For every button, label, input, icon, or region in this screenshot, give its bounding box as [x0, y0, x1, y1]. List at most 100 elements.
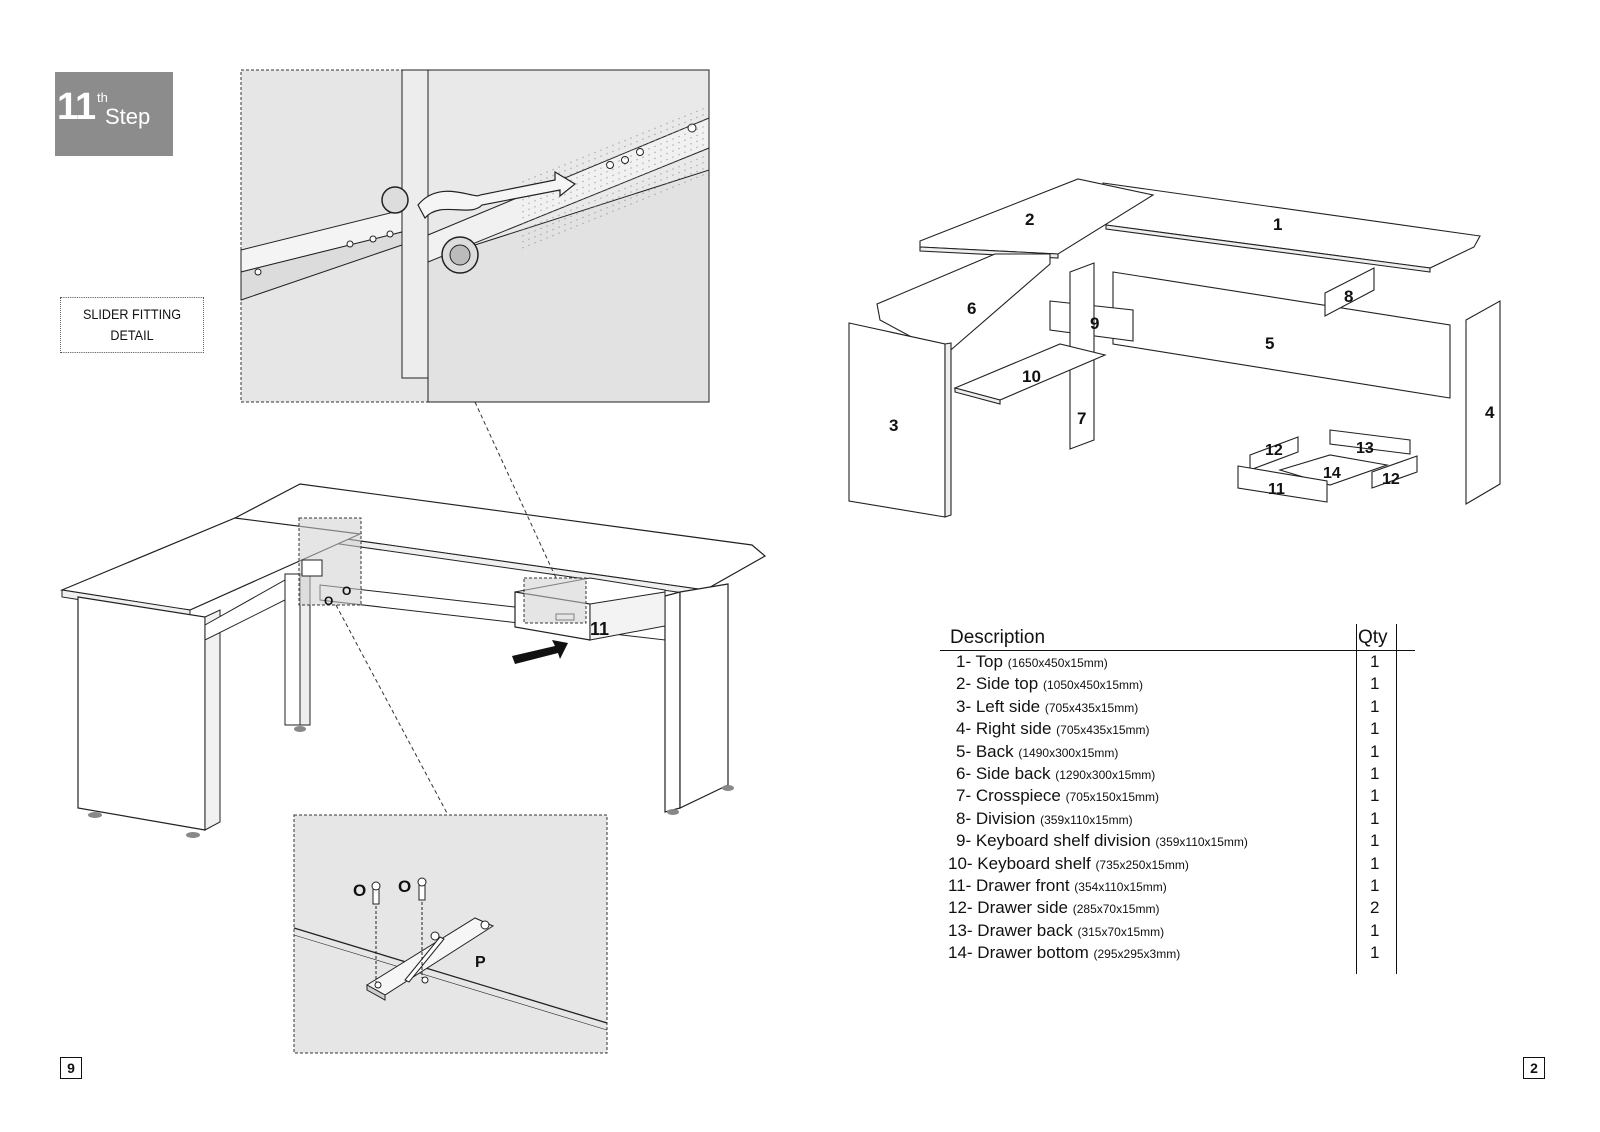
- header-description: Description: [950, 627, 1046, 648]
- part-name: 10- Keyboard shelf (735x250x15mm): [948, 854, 1189, 874]
- table-row: 10- Keyboard shelf (735x250x15mm) 1: [940, 854, 1415, 876]
- part-title: 13- Drawer back: [948, 920, 1073, 940]
- part-qty: 1: [1370, 943, 1380, 963]
- slider-caption-line1: SLIDER FITTING: [82, 306, 182, 322]
- screw-label-left: O: [353, 881, 366, 900]
- part-label-12a: 12: [1265, 442, 1283, 459]
- part-dimensions: (705x150x15mm): [1065, 790, 1159, 805]
- part-dimensions: (359x110x15mm): [1155, 835, 1248, 850]
- screw-label-a: O: [342, 584, 351, 598]
- table-row: 5- Back (1490x300x15mm) 1: [940, 742, 1415, 764]
- table-row: 7- Crosspiece (705x150x15mm) 1: [940, 786, 1415, 808]
- part-title: 9- Keyboard shelf division: [956, 831, 1151, 851]
- part-dimensions: (735x250x15mm): [1095, 857, 1189, 872]
- part-name: 8- Division (359x110x15mm): [956, 809, 1133, 829]
- table-row: 13- Drawer back (315x70x15mm) 1: [940, 921, 1415, 943]
- part-dimensions: (354x110x15mm): [1074, 879, 1167, 894]
- part-label-3: 3: [889, 416, 898, 435]
- part-title: 11- Drawer front: [948, 875, 1070, 895]
- part-name: 4- Right side (705x435x15mm): [956, 719, 1150, 739]
- part-label-10: 10: [1022, 367, 1041, 386]
- part-label-4: 4: [1485, 403, 1495, 422]
- part-title: 3- Left side: [956, 696, 1041, 716]
- table-row: 11- Drawer front (354x110x15mm) 1: [940, 876, 1415, 898]
- part-dimensions: (1290x300x15mm): [1055, 767, 1156, 782]
- part-name: 11- Drawer front (354x110x15mm): [948, 876, 1167, 896]
- part-label-9: 9: [1090, 314, 1099, 333]
- exploded-view: [848, 178, 1501, 518]
- part-dimensions: (1050x450x15mm): [1042, 678, 1144, 693]
- part-dimensions: (705x435x15mm): [1056, 723, 1150, 738]
- part-qty: 1: [1370, 808, 1380, 828]
- table-row: 14- Drawer bottom (295x295x3mm) 1: [940, 943, 1415, 965]
- part-qty: 1: [1370, 719, 1380, 739]
- page-number-left: 9: [60, 1057, 82, 1079]
- step-word: Step: [105, 104, 151, 129]
- header-qty: Qty: [1358, 627, 1388, 648]
- part-qty: 1: [1370, 674, 1380, 694]
- part-name: 12- Drawer side (285x70x15mm): [948, 898, 1159, 918]
- table-row: 2- Side top (1050x450x15mm) 1: [940, 674, 1415, 696]
- part-qty: 1: [1370, 763, 1380, 783]
- part-title: 7- Crosspiece: [956, 786, 1061, 806]
- parts-table-header: Description Qty: [940, 627, 1415, 651]
- part-title: 4- Right side: [956, 719, 1052, 739]
- desk-drawing: [59, 401, 767, 838]
- part-label-5: 5: [1265, 334, 1274, 353]
- table-row: 1- Top (1650x450x15mm)1: [940, 652, 1415, 674]
- screw-label-right: O: [398, 877, 411, 896]
- part-title: 1- Top: [956, 652, 1003, 671]
- part-name: 6- Side back (1290x300x15mm): [956, 764, 1155, 784]
- table-row: 9- Keyboard shelf division (359x110x15mm…: [940, 831, 1415, 853]
- step-badge: 11 th Step: [55, 72, 173, 156]
- part-qty: 1: [1370, 652, 1380, 671]
- part-qty: 2: [1370, 898, 1380, 918]
- part-title: 12- Drawer side: [948, 898, 1068, 918]
- qty-column-rule-left: [1356, 624, 1357, 974]
- part-name: 13- Drawer back (315x70x15mm): [948, 921, 1164, 941]
- drawer-label-11: 11: [590, 619, 609, 639]
- part-label-6: 6: [967, 299, 976, 318]
- plate-detail-box: [293, 814, 608, 1054]
- part-label-7: 7: [1077, 409, 1086, 428]
- table-row: 3- Left side (705x435x15mm) 1: [940, 697, 1415, 719]
- slider-caption-line2: DETAIL: [110, 327, 154, 343]
- part-title: 6- Side back: [956, 763, 1051, 783]
- part-name: 7- Crosspiece (705x150x15mm): [956, 786, 1159, 806]
- part-title: 10- Keyboard shelf: [948, 853, 1091, 873]
- part-qty: 1: [1370, 853, 1380, 873]
- part-qty: 1: [1370, 786, 1380, 806]
- part-qty: 1: [1370, 696, 1380, 716]
- part-dimensions: (295x295x3mm): [1093, 947, 1181, 962]
- part-label-14: 14: [1323, 465, 1341, 482]
- page-number-right: 2: [1523, 1057, 1545, 1079]
- part-dimensions: (705x435x15mm): [1044, 700, 1139, 715]
- part-qty: 1: [1370, 875, 1380, 895]
- slider-detail-box: [240, 69, 710, 403]
- part-label-13: 13: [1356, 440, 1374, 457]
- part-name: 5- Back (1490x300x15mm): [956, 742, 1118, 762]
- part-qty: 1: [1370, 831, 1380, 851]
- table-row: 12- Drawer side (285x70x15mm) 2: [940, 898, 1415, 920]
- step-number: 11: [57, 86, 96, 128]
- part-dimensions: (359x110x15mm): [1040, 812, 1133, 827]
- part-label-8: 8: [1344, 287, 1353, 306]
- part-qty: 1: [1370, 920, 1380, 940]
- part-label-1: 1: [1273, 215, 1282, 234]
- part-title: 14- Drawer bottom: [948, 943, 1089, 963]
- part-title: 8- Division: [956, 808, 1036, 828]
- plate-label: P: [475, 954, 486, 971]
- part-name: 2- Side top (1050x450x15mm): [956, 674, 1143, 694]
- screw-label-b: O: [324, 594, 333, 608]
- table-row: 4- Right side (705x435x15mm) 1: [940, 719, 1415, 741]
- part-dimensions: (315x70x15mm): [1077, 924, 1165, 939]
- part-title: 2- Side top: [956, 674, 1039, 694]
- part-title: 5- Back: [956, 741, 1014, 761]
- part-dimensions: (1490x300x15mm): [1018, 745, 1119, 760]
- header-rule: [940, 650, 1415, 651]
- part-qty: 1: [1370, 741, 1380, 761]
- table-row: 6- Side back (1290x300x15mm) 1: [940, 764, 1415, 786]
- part-label-2: 2: [1025, 210, 1034, 229]
